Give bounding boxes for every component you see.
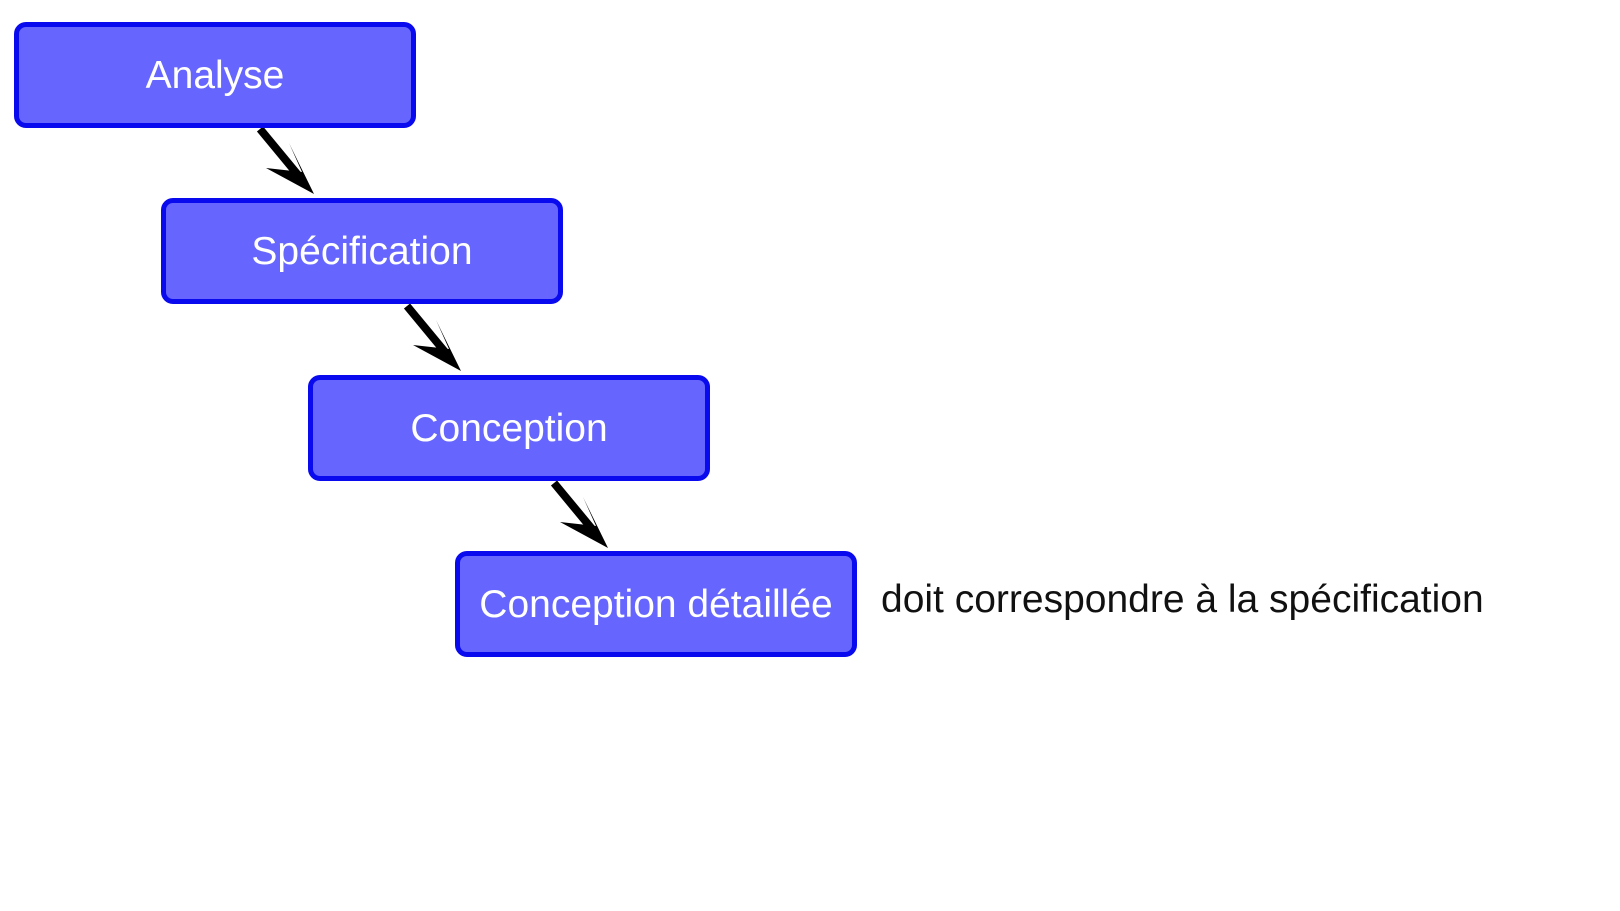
step-analyse: Analyse [14,22,416,128]
step-label: Conception [410,406,608,450]
arrow-specification-to-conception [403,303,461,371]
annotation-note: doit correspondre à la spécification [881,578,1484,621]
arrow-analyse-to-specification [256,126,314,194]
step-label: Spécification [251,229,473,273]
step-label: Analyse [145,53,285,97]
step-specification: Spécification [161,198,563,304]
arrow-conception-to-conception-detaillee [550,480,608,548]
step-conception-detaillee: Conception détaillée [455,551,857,657]
step-label: Conception détaillée [479,582,833,626]
step-conception: Conception [308,375,710,481]
